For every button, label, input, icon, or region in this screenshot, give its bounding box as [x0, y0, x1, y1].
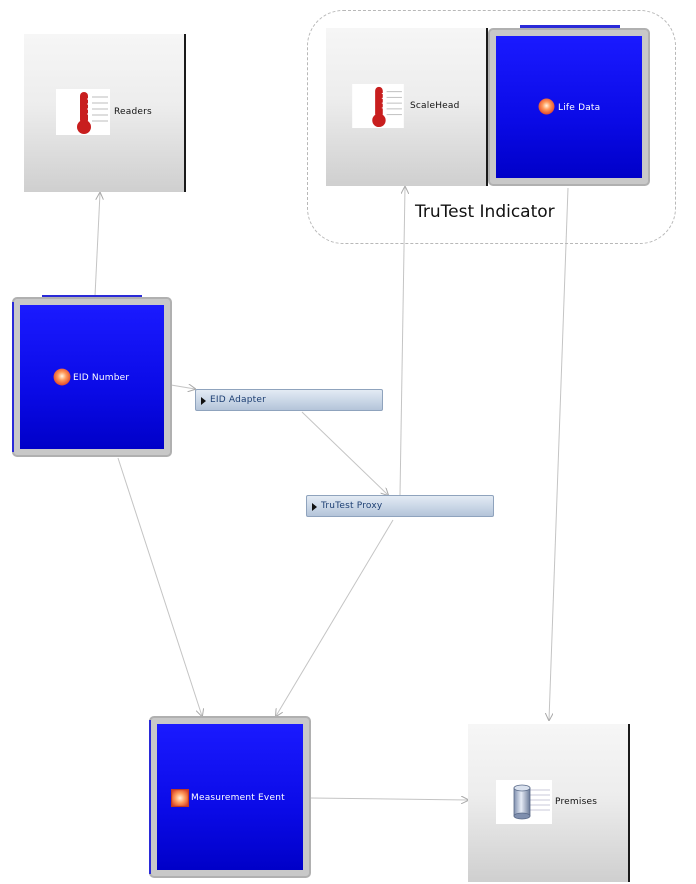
- node-label: EID Number: [73, 373, 130, 383]
- thermometer-icon: [56, 89, 110, 135]
- edge-eid-adapter-to-trutest-proxy: [301, 411, 388, 495]
- expand-triangle-icon[interactable]: [201, 397, 206, 405]
- node-label: ScaleHead: [410, 101, 460, 111]
- expand-triangle-icon[interactable]: [312, 503, 317, 511]
- edge-life-data-to-premises: [549, 187, 569, 720]
- node-label: Measurement Event: [191, 793, 285, 803]
- edge-trutest-proxy-to-scalehead: [399, 187, 405, 496]
- node-label: Premises: [555, 797, 598, 807]
- node-measurement-event[interactable]: Measurement Event: [149, 716, 311, 878]
- node-edge: [149, 720, 151, 874]
- edge-eid-number-to-eid-adapter: [170, 385, 195, 389]
- event-square-icon: [171, 789, 189, 807]
- node-tab: [42, 295, 142, 298]
- database-cylinder-icon: [496, 780, 552, 824]
- edge-trutest-proxy-to-measurement-event: [276, 519, 394, 716]
- node-edge: [12, 302, 14, 452]
- node-premises[interactable]: Premises: [468, 724, 630, 882]
- node-label: EID Adapter: [210, 395, 267, 405]
- edge-eid-number-to-measurement-event: [117, 457, 202, 716]
- node-label: Life Data: [558, 103, 601, 113]
- node-label: TruTest Proxy: [321, 501, 383, 511]
- node-readers[interactable]: Readers: [24, 34, 186, 192]
- node-life-data[interactable]: Life Data: [488, 28, 650, 186]
- thermometer-icon: [352, 84, 404, 128]
- orb-icon: [538, 98, 555, 115]
- group-label: TruTest Indicator: [415, 202, 555, 222]
- node-tab: [520, 25, 620, 28]
- node-label: Readers: [114, 107, 152, 117]
- node-body: [20, 305, 164, 449]
- node-body: [496, 36, 642, 178]
- node-scalehead[interactable]: ScaleHead: [326, 28, 488, 186]
- trutest-indicator-group[interactable]: [307, 10, 676, 244]
- node-eid-adapter[interactable]: EID Adapter: [195, 389, 383, 411]
- node-eid-number[interactable]: EID Number: [12, 297, 172, 457]
- edge-eid-number-to-readers: [94, 193, 100, 297]
- edge-measurement-event-to-premises: [310, 798, 468, 800]
- node-trutest-proxy[interactable]: TruTest Proxy: [306, 495, 494, 517]
- orb-icon: [53, 368, 71, 386]
